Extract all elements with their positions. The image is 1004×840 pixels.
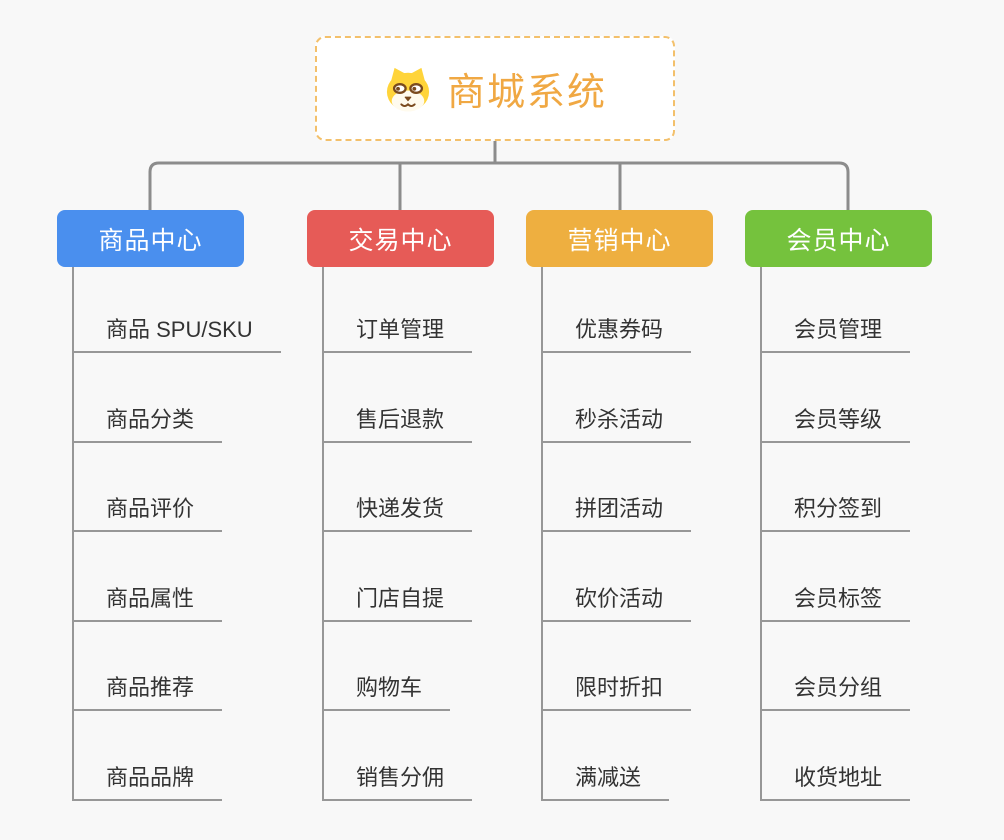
child-node: 会员分组 xyxy=(762,622,975,711)
child-node-label[interactable]: 商品品牌 xyxy=(74,760,223,801)
child-node: 会员等级 xyxy=(762,353,975,443)
child-node-label[interactable]: 会员管理 xyxy=(762,312,911,353)
child-node: 购物车 xyxy=(324,622,537,711)
branch-node[interactable]: 营销中心 xyxy=(526,210,713,267)
child-node-label[interactable]: 会员分组 xyxy=(762,670,911,711)
child-node: 商品属性 xyxy=(74,532,287,622)
child-node-label[interactable]: 限时折扣 xyxy=(543,670,692,711)
root-node[interactable]: 商城系统 xyxy=(315,36,675,141)
branch-children: 订单管理售后退款快递发货门店自提购物车销售分佣 xyxy=(322,267,537,801)
child-node-label[interactable]: 优惠券码 xyxy=(543,312,692,353)
branch-column: 交易中心 订单管理售后退款快递发货门店自提购物车销售分佣 xyxy=(307,210,537,801)
branch-node[interactable]: 交易中心 xyxy=(307,210,494,267)
child-node-label[interactable]: 商品 SPU/SKU xyxy=(74,312,281,353)
root-title: 商城系统 xyxy=(446,72,607,114)
branch-label: 营销中心 xyxy=(567,226,672,255)
child-node: 商品评价 xyxy=(74,443,287,532)
child-node-label[interactable]: 商品属性 xyxy=(74,581,223,622)
child-node-label[interactable]: 快递发货 xyxy=(324,491,473,532)
branch-node[interactable]: 会员中心 xyxy=(745,210,932,267)
child-node-label[interactable]: 砍价活动 xyxy=(543,581,692,622)
child-node: 会员管理 xyxy=(762,267,975,353)
child-node-label[interactable]: 会员标签 xyxy=(762,581,911,622)
child-node: 积分签到 xyxy=(762,443,975,532)
child-node-label[interactable]: 会员等级 xyxy=(762,402,911,443)
child-node: 商品 SPU/SKU xyxy=(74,267,287,353)
child-node-label[interactable]: 收货地址 xyxy=(762,760,911,801)
branch-node[interactable]: 商品中心 xyxy=(57,210,244,267)
branch-children: 商品 SPU/SKU 商品分类商品评价商品属性商品推荐商品品牌 xyxy=(72,267,287,801)
child-node: 砍价活动 xyxy=(543,532,756,622)
child-node-label[interactable]: 商品分类 xyxy=(74,402,223,443)
branch-label: 商品中心 xyxy=(98,226,203,255)
child-node: 订单管理 xyxy=(324,267,537,353)
child-node: 商品品牌 xyxy=(74,711,287,801)
child-node-label[interactable]: 拼团活动 xyxy=(543,491,692,532)
branch-label: 交易中心 xyxy=(348,226,453,255)
branch-column: 营销中心 优惠券码秒杀活动拼团活动砍价活动限时折扣满减送 xyxy=(526,210,756,801)
child-node: 拼团活动 xyxy=(543,443,756,532)
child-node-label[interactable]: 积分签到 xyxy=(762,491,911,532)
child-node: 收货地址 xyxy=(762,711,975,801)
branch-column: 会员中心 会员管理会员等级积分签到会员标签会员分组收货地址 xyxy=(745,210,975,801)
child-node: 会员标签 xyxy=(762,532,975,622)
child-node: 门店自提 xyxy=(324,532,537,622)
child-node-label[interactable]: 门店自提 xyxy=(324,581,473,622)
child-node: 限时折扣 xyxy=(543,622,756,711)
child-node-label[interactable]: 商品推荐 xyxy=(74,670,223,711)
child-node: 售后退款 xyxy=(324,353,537,443)
branch-label: 会员中心 xyxy=(786,226,891,255)
child-node: 快递发货 xyxy=(324,443,537,532)
branch-children: 优惠券码秒杀活动拼团活动砍价活动限时折扣满减送 xyxy=(541,267,756,801)
branch-column: 商品中心 商品 SPU/SKU 商品分类商品评价商品属性商品推荐商品品牌 xyxy=(57,210,287,801)
child-node-label[interactable]: 售后退款 xyxy=(324,402,473,443)
child-node: 优惠券码 xyxy=(543,267,756,353)
child-node: 商品推荐 xyxy=(74,622,287,711)
dog-icon xyxy=(383,66,433,112)
child-node-label[interactable]: 满减送 xyxy=(543,760,670,801)
child-node: 商品分类 xyxy=(74,353,287,443)
child-node: 秒杀活动 xyxy=(543,353,756,443)
child-node-label[interactable]: 秒杀活动 xyxy=(543,402,692,443)
child-node-label[interactable]: 商品评价 xyxy=(74,491,223,532)
child-node-label[interactable]: 销售分佣 xyxy=(324,760,473,801)
child-node-label[interactable]: 订单管理 xyxy=(324,312,473,353)
branch-children: 会员管理会员等级积分签到会员标签会员分组收货地址 xyxy=(760,267,975,801)
child-node-label[interactable]: 购物车 xyxy=(324,670,451,711)
child-node: 销售分佣 xyxy=(324,711,537,801)
child-node: 满减送 xyxy=(543,711,756,801)
